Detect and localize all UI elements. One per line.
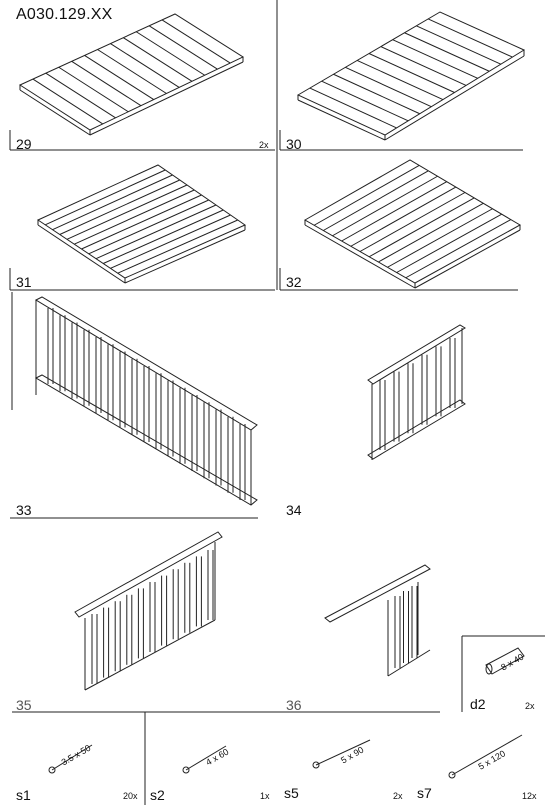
screw-qty-s2: 1x [260, 791, 270, 801]
part-number-36: 36 [286, 697, 302, 713]
part-qty-d2: 2x [525, 701, 535, 711]
screw-number-s1: s1 [16, 787, 31, 803]
railing-34-drawing [367, 324, 466, 460]
screw-s2-drawing [182, 745, 227, 774]
part-number-32: 32 [286, 274, 302, 290]
part-number-29: 29 [16, 136, 32, 152]
part-number-30: 30 [286, 136, 302, 152]
board-30-drawing [296, 11, 526, 141]
railing-35-drawing [74, 531, 223, 691]
screw-qty-s7: 12x [522, 791, 537, 801]
balusters-36 [394, 586, 418, 668]
part-number-34: 34 [286, 502, 302, 518]
screw-s5-drawing [312, 739, 371, 769]
part-qty-29: 2x [259, 140, 269, 150]
frame-36-drawing [324, 564, 431, 677]
screw-number-s5: s5 [284, 785, 299, 801]
balusters-33 [47, 308, 246, 500]
part-number-35: 35 [16, 697, 32, 713]
slats-31 [45, 169, 238, 274]
part-number-31: 31 [16, 274, 32, 290]
part-number-d2: d2 [470, 696, 486, 712]
product-code: A030.129.XX [16, 6, 113, 23]
board-29-drawing [18, 13, 245, 136]
screw-qty-s1: 20x [123, 791, 138, 801]
slats-30 [309, 18, 513, 129]
balusters-34 [379, 338, 456, 450]
screw-s7-drawing [448, 734, 523, 779]
balusters-35 [91, 550, 214, 684]
board-32-drawing [303, 159, 522, 289]
part-number-33: 33 [16, 502, 32, 518]
screw-qty-s5: 2x [393, 791, 403, 801]
screw-number-s7: s7 [417, 785, 432, 801]
slats-29 [32, 19, 231, 125]
board-31-drawing [36, 164, 247, 284]
screw-s1-drawing [48, 744, 93, 774]
railing-33-drawing [34, 296, 258, 506]
screw-number-s2: s2 [150, 787, 165, 803]
dowel-d2-drawing [485, 647, 525, 675]
slats-32 [313, 164, 512, 279]
